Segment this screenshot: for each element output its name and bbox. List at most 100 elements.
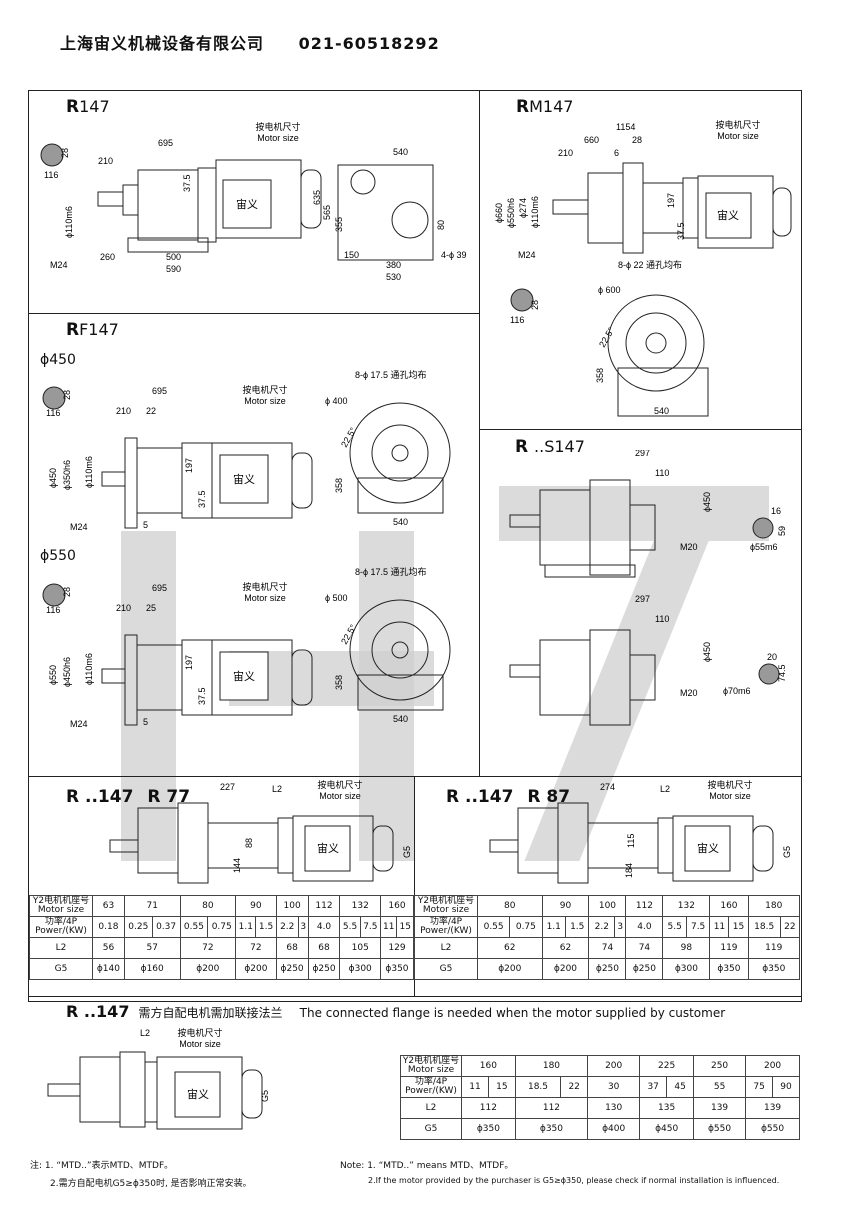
r147-drawing: 宙义 按电机尺寸 Motor size 695 210 540 635 565 …: [40, 121, 467, 282]
svg-text:ϕ110m6: ϕ110m6: [84, 456, 94, 488]
svg-text:按电机尺寸: 按电机尺寸: [242, 384, 287, 395]
svg-text:695: 695: [158, 138, 173, 148]
rf147-variant-450: ϕ450: [40, 352, 76, 368]
svg-text:按电机尺寸: 按电机尺寸: [715, 119, 760, 130]
svg-text:L2: L2: [660, 784, 670, 794]
svg-text:ϕ274: ϕ274: [518, 198, 528, 218]
svg-text:ϕ450: ϕ450: [702, 492, 712, 512]
watermark-7-top: [499, 486, 769, 541]
svg-text:G5: G5: [260, 1090, 270, 1102]
svg-text:ϕ550: ϕ550: [48, 665, 58, 685]
svg-text:540: 540: [654, 406, 669, 416]
svg-text:ϕ350h6: ϕ350h6: [62, 460, 72, 490]
svg-text:227: 227: [220, 782, 235, 792]
svg-text:28: 28: [62, 390, 72, 400]
svg-text:1154: 1154: [616, 122, 635, 132]
svg-text:按电机尺寸: 按电机尺寸: [242, 581, 287, 592]
rm147-title: RM147: [516, 97, 574, 117]
svg-text:M24: M24: [518, 250, 536, 260]
svg-text:116: 116: [46, 605, 60, 615]
svg-text:210: 210: [558, 148, 573, 158]
company-name: 上海宙义机械设备有限公司: [60, 34, 265, 53]
svg-text:22: 22: [146, 406, 156, 416]
customer-title: R ..147 需方自配电机需加联接法兰 The connected flang…: [66, 1002, 726, 1021]
svg-text:ϕ110m6: ϕ110m6: [530, 196, 540, 228]
rf147-550-drawing: 宙义 按电机尺寸 Motor size 695 210 25 116 28 ϕ5…: [42, 566, 451, 729]
svg-text:ϕ450: ϕ450: [48, 468, 58, 488]
svg-text:8-ϕ 22 通孔均布: 8-ϕ 22 通孔均布: [618, 259, 682, 270]
svg-text:宙义: 宙义: [697, 841, 719, 855]
watermark-1-stem: [121, 531, 176, 861]
svg-text:宙义: 宙义: [717, 208, 739, 222]
svg-text:210: 210: [116, 603, 131, 613]
svg-text:358: 358: [334, 478, 344, 493]
svg-text:540: 540: [393, 714, 408, 724]
svg-text:540: 540: [393, 147, 408, 157]
svg-text:ϕ550h6: ϕ550h6: [506, 198, 516, 228]
svg-text:ϕ 400: ϕ 400: [325, 396, 348, 406]
svg-text:4-ϕ 39: 4-ϕ 39: [441, 250, 467, 260]
svg-text:37.5: 37.5: [676, 222, 686, 240]
svg-text:5: 5: [143, 717, 148, 727]
svg-text:Motor size: Motor size: [717, 131, 759, 141]
note-en-2: 2.If the motor provided by the purchaser…: [368, 1176, 780, 1185]
svg-text:116: 116: [46, 408, 60, 418]
svg-text:695: 695: [152, 386, 167, 396]
r87-drawing: 宙义 按电机尺寸 Motor size 274 L2 115 184 G5: [489, 779, 792, 884]
svg-text:ϕ 600: ϕ 600: [598, 285, 621, 295]
svg-text:565: 565: [322, 205, 332, 220]
svg-text:M24: M24: [70, 522, 88, 532]
svg-text:ϕ450h6: ϕ450h6: [62, 657, 72, 687]
svg-text:28: 28: [632, 135, 642, 145]
svg-text:355: 355: [334, 217, 344, 232]
svg-text:Motor size: Motor size: [319, 791, 361, 801]
watermark-4-stem: [359, 531, 414, 861]
svg-text:37.5: 37.5: [197, 687, 207, 705]
note-cn-2: 2.需方自配电机G5≥ϕ350时, 是否影响正常安装。: [50, 1179, 252, 1189]
svg-text:210: 210: [116, 406, 131, 416]
svg-text:530: 530: [386, 272, 401, 282]
svg-text:Motor size: Motor size: [709, 791, 751, 801]
svg-text:宙义: 宙义: [187, 1087, 209, 1101]
svg-text:197: 197: [666, 193, 676, 208]
company-header: 上海宙义机械设备有限公司 021-60518292: [60, 30, 440, 54]
r147-motor-label: 宙义: [236, 197, 258, 211]
svg-text:116: 116: [44, 170, 58, 180]
rs147-title: R ..S147: [515, 437, 585, 457]
svg-text:ϕ 500: ϕ 500: [325, 593, 348, 603]
svg-text:8-ϕ 17.5 通孔均布: 8-ϕ 17.5 通孔均布: [355, 369, 427, 380]
svg-text:按电机尺寸: 按电机尺寸: [255, 121, 300, 132]
svg-text:ϕ110m6: ϕ110m6: [84, 653, 94, 685]
svg-text:116: 116: [510, 315, 524, 325]
r77-drawing: 宙义 按电机尺寸 Motor size 227 L2 88 144 G5: [109, 779, 412, 884]
svg-text:74.5: 74.5: [777, 664, 787, 682]
svg-text:22.5°: 22.5°: [597, 325, 616, 349]
svg-text:16: 16: [771, 506, 781, 516]
svg-text:210: 210: [98, 156, 113, 166]
svg-text:540: 540: [393, 517, 408, 527]
svg-text:按电机尺寸: 按电机尺寸: [707, 779, 752, 790]
svg-text:G5: G5: [782, 846, 792, 858]
svg-text:G5: G5: [402, 846, 412, 858]
r147-title: R147: [66, 97, 110, 117]
svg-text:380: 380: [386, 260, 401, 270]
svg-text:115: 115: [626, 834, 636, 848]
r147-side-view: [337, 164, 434, 261]
svg-text:260: 260: [100, 252, 115, 262]
rm147-flange-view: [607, 294, 705, 392]
svg-text:按电机尺寸: 按电机尺寸: [317, 779, 362, 790]
rf147-450-drawing: 宙义 按电机尺寸 Motor size 695 210 22 116 28 ϕ4…: [42, 369, 451, 532]
svg-text:22.5°: 22.5°: [339, 425, 358, 449]
svg-text:28: 28: [62, 587, 72, 597]
svg-text:28: 28: [530, 300, 540, 310]
rm147-drawing: 宙义 按电机尺寸 Motor size 1154 660 28 210 6 ϕ6…: [494, 119, 792, 417]
svg-text:144: 144: [232, 858, 242, 873]
svg-text:695: 695: [152, 583, 167, 593]
svg-text:6: 6: [614, 148, 619, 158]
svg-text:197: 197: [184, 458, 194, 473]
svg-text:20: 20: [767, 652, 777, 662]
